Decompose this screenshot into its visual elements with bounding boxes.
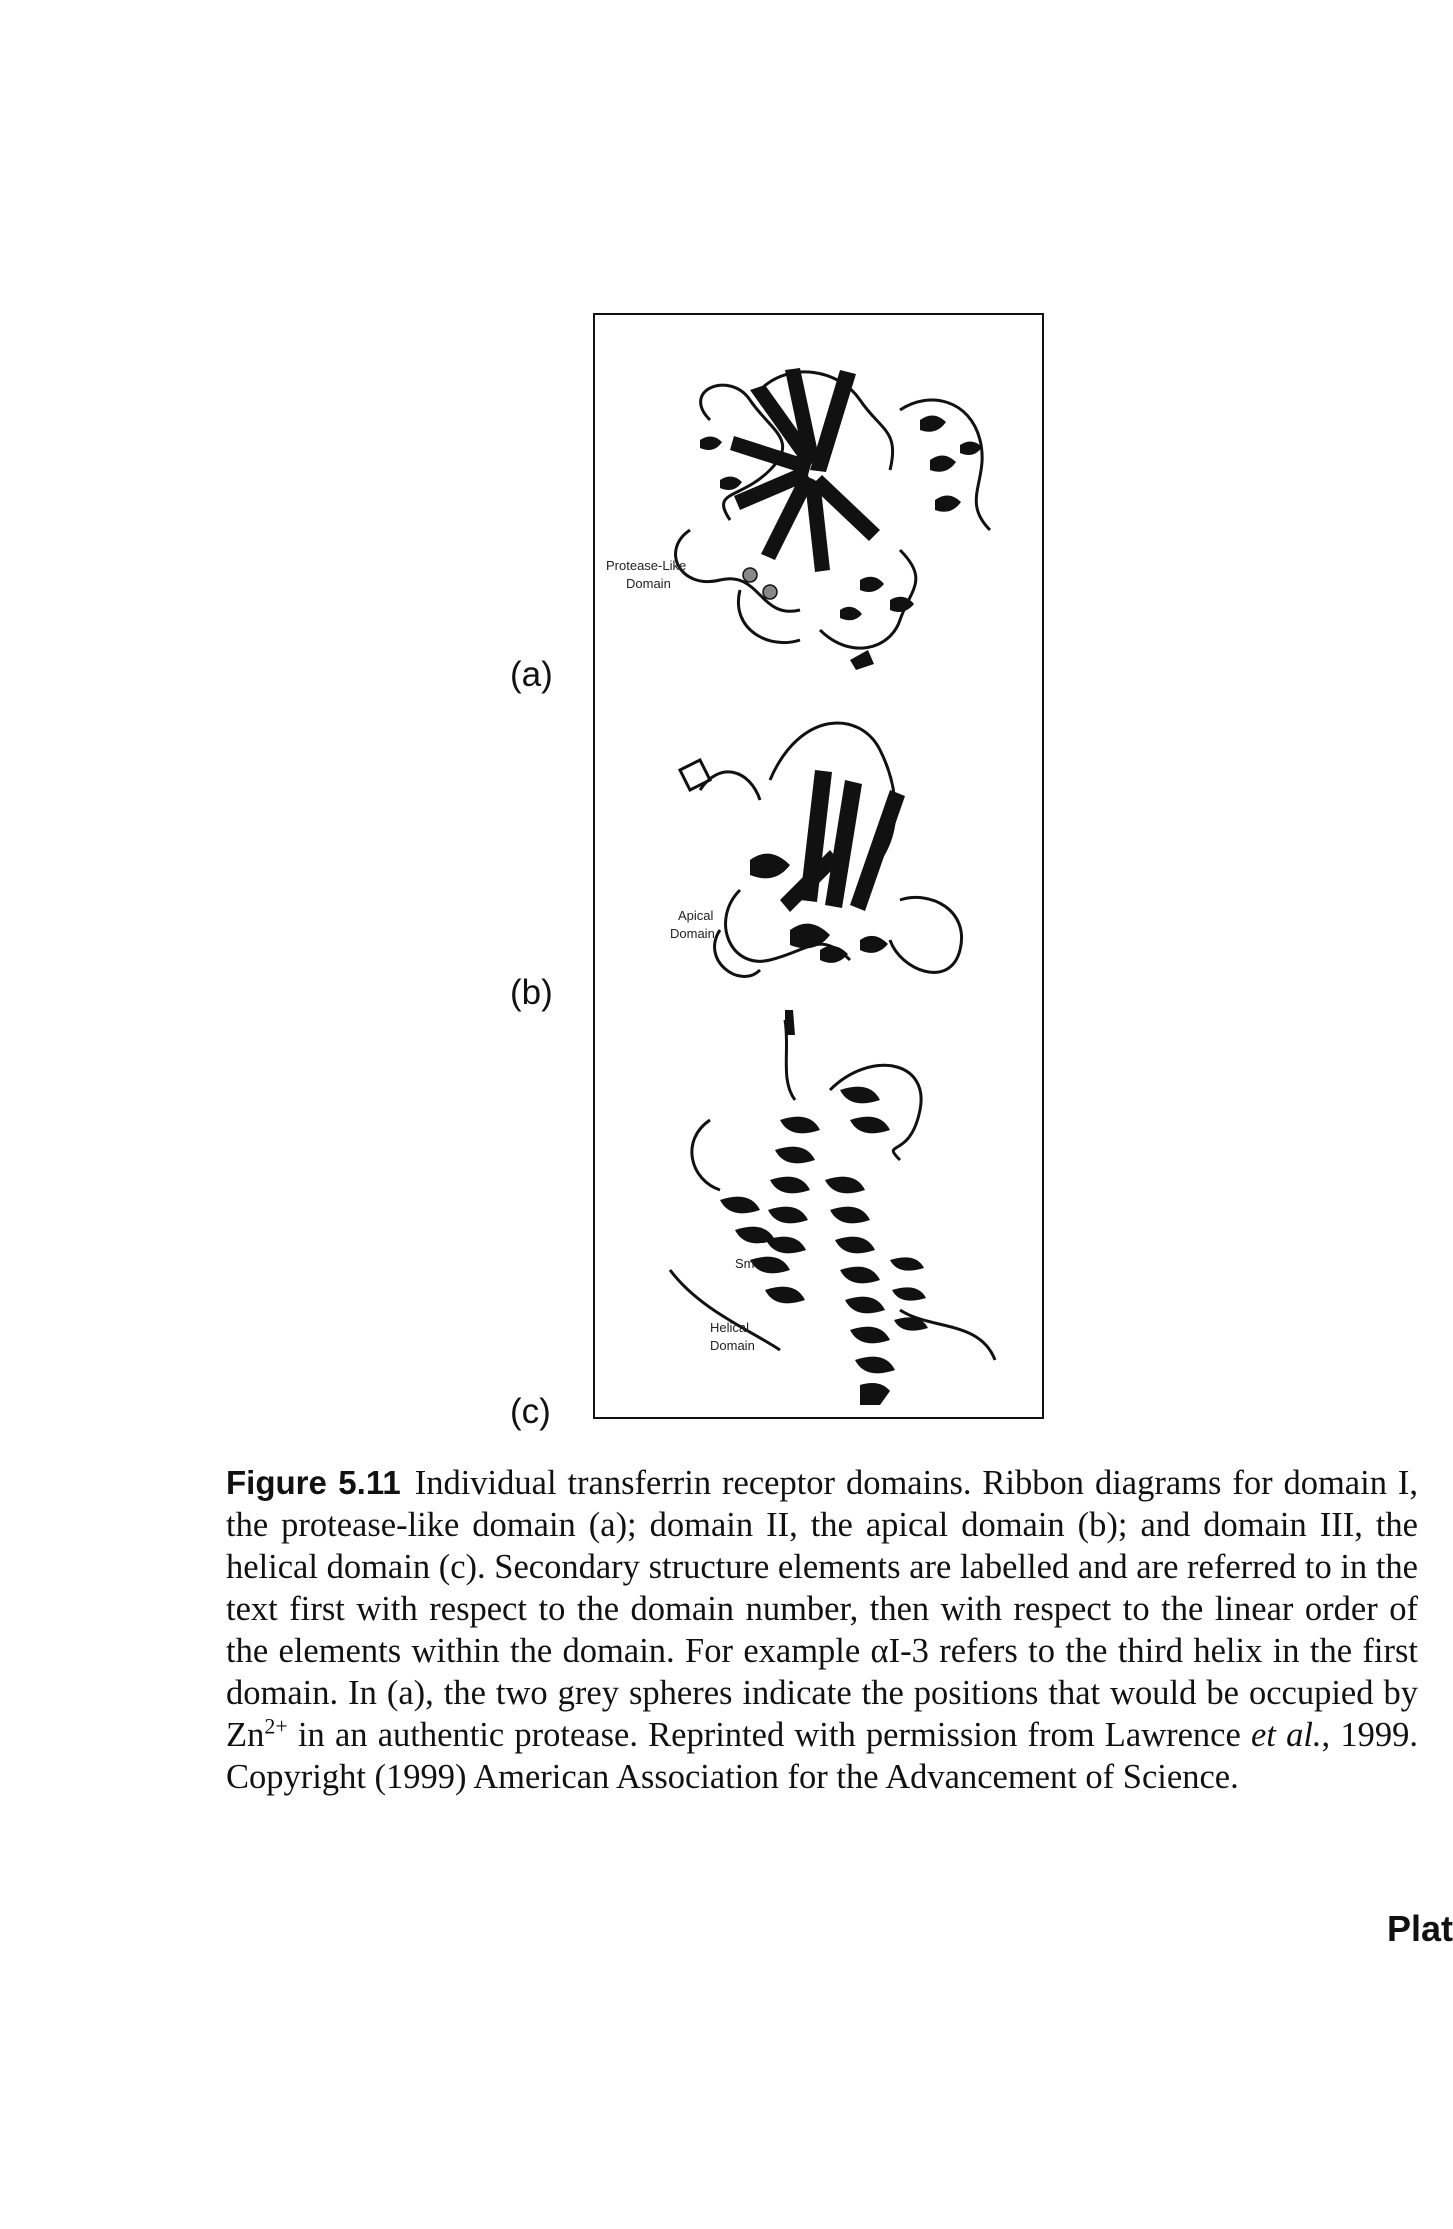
ribbon-diagram-protease-like-domain: Protease-Like Domain [606, 368, 992, 670]
annotation-domain-c: Domain [710, 1338, 755, 1353]
caption-text: Individual transferrin receptor domains.… [226, 1464, 1418, 1754]
caption-text-end: , 1999. Copyright (1999) American Associ… [226, 1716, 1418, 1796]
annotation-domain-a: Domain [626, 576, 671, 591]
caption-superscript: 2+ [264, 1713, 288, 1739]
annotation-protease-like: Protease-Like [606, 558, 686, 573]
figure-number: Figure 5.11 [226, 1464, 401, 1501]
annotation-sm: Sm [735, 1256, 755, 1271]
annotation-helical: Helical [710, 1320, 749, 1335]
running-head: Plat [1386, 1908, 1453, 1949]
panel-label-a: (a) [510, 655, 553, 694]
panel-label-b: (b) [510, 973, 553, 1012]
annotation-apical: Apical [678, 908, 714, 923]
caption-text-continued: in an authentic protease. Reprinted with… [287, 1716, 1251, 1754]
caption-italic: et al. [1250, 1716, 1322, 1754]
panel-label-c: (c) [510, 1392, 551, 1431]
ribbon-diagram-apical-domain: Apical Domain [670, 721, 964, 978]
ribbon-diagram-helical-domain: Sm Helical Domain [668, 1010, 997, 1405]
annotation-domain-b: Domain [670, 926, 715, 941]
